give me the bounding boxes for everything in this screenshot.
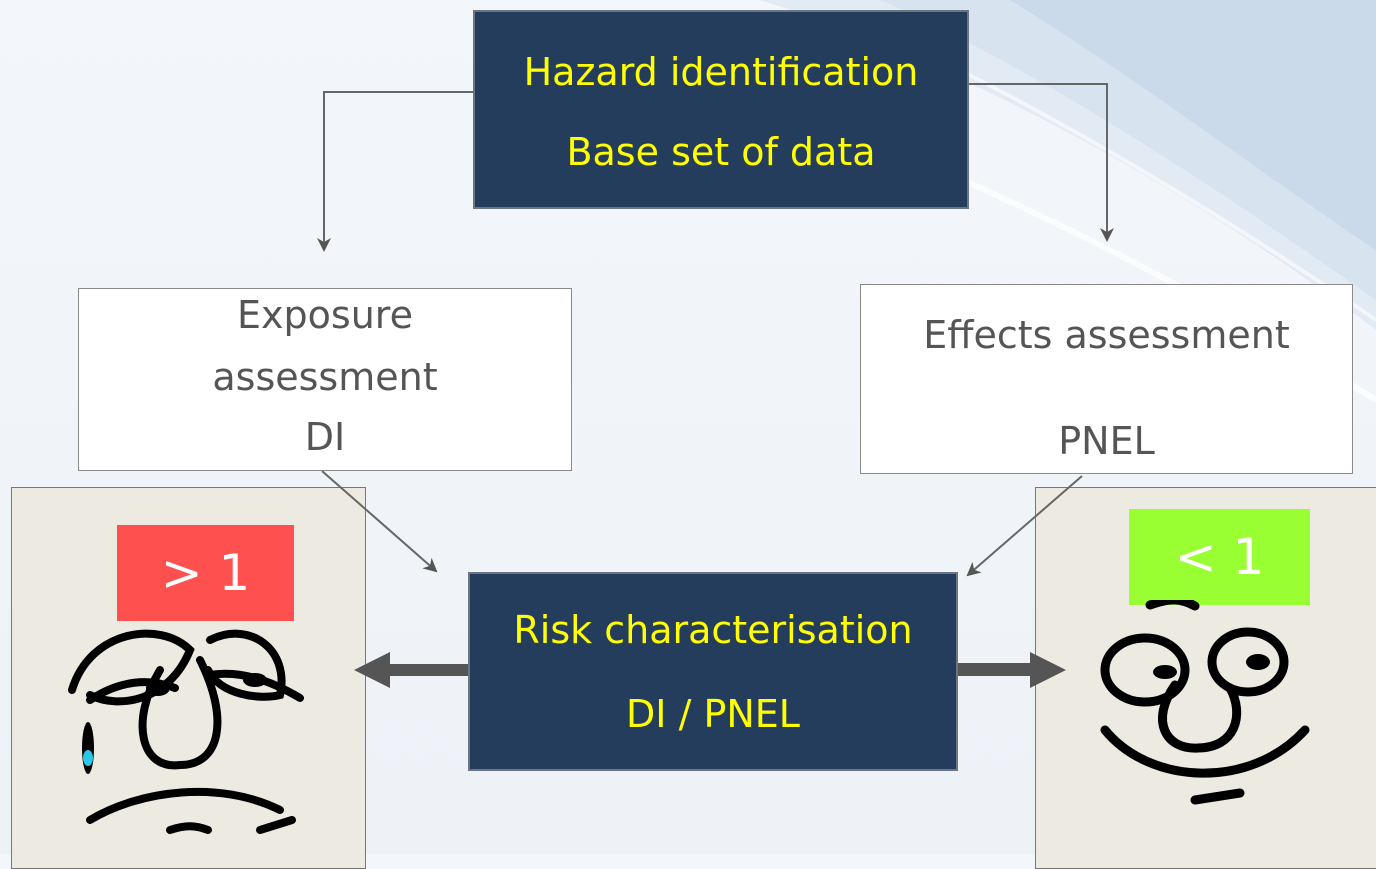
- happy-face-icon: [1100, 600, 1310, 805]
- sad-face-icon: [68, 629, 304, 834]
- hazard-title: Hazard identification: [523, 50, 919, 94]
- risk-characterisation-box: Risk characterisation DI / PNEL: [468, 572, 958, 771]
- exposure-line3: DI: [304, 415, 346, 459]
- effects-assessment-box: Effects assessment PNEL: [860, 284, 1353, 474]
- effects-line1: Effects assessment: [923, 313, 1290, 357]
- effects-line2: PNEL: [1058, 419, 1155, 463]
- exposure-line1: Exposure: [237, 293, 413, 337]
- exposure-line2: assessment: [212, 355, 438, 399]
- hazard-identification-box: Hazard identification Base set of data: [473, 10, 969, 209]
- exposure-assessment-box: Exposure assessment DI: [78, 288, 572, 471]
- hazard-subtitle: Base set of data: [566, 130, 876, 174]
- risk-subtitle: DI / PNEL: [626, 692, 800, 736]
- risk-title: Risk characterisation: [513, 608, 913, 652]
- less-than-one-badge: < 1: [1129, 509, 1310, 605]
- greater-than-one-badge: > 1: [117, 525, 294, 621]
